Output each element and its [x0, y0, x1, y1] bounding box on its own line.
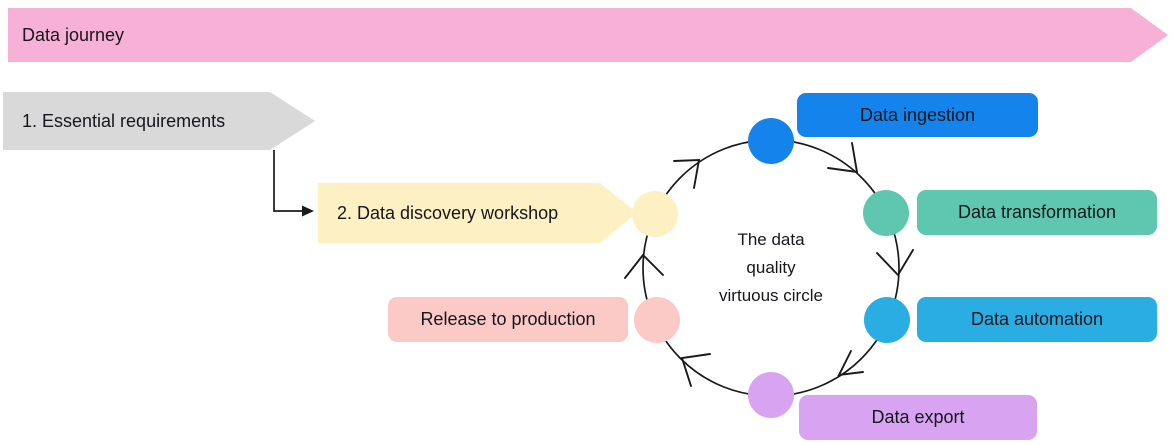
label-box-data-automation: Data automation: [917, 297, 1157, 342]
node-release: [634, 297, 680, 343]
cycle-arrowhead-lower-left: [680, 353, 711, 387]
label-box-text: Data automation: [970, 309, 1104, 329]
banner-label: Data journey: [22, 24, 125, 45]
node-export: [748, 372, 794, 418]
step-discovery-workshop: 2. Data discovery workshop: [318, 183, 637, 243]
cycle-arrowhead-right: [876, 249, 914, 277]
cycle-arrowhead-upper-right: [827, 142, 859, 174]
node-transformation: [863, 190, 909, 236]
label-box-text: Data transformation: [957, 202, 1117, 222]
label-box-text: Release to production: [420, 309, 596, 329]
node-automation: [864, 297, 910, 343]
node-workshop: [632, 191, 678, 237]
cycle-arrowhead-left: [624, 253, 664, 279]
cycle-arrowhead-lower-right: [837, 350, 864, 377]
label-box-text: Data export: [871, 407, 965, 427]
label-box-data-transformation: Data transformation: [917, 190, 1157, 235]
banner-data-journey: Data journey: [8, 8, 1168, 62]
label-box-release-to-production: Release to production: [388, 297, 628, 342]
label-box-text: Data ingestion: [859, 104, 976, 125]
connector-arrow: [273, 150, 314, 217]
cycle-center-caption: The data quality virtuous circle: [719, 230, 823, 305]
label-box-data-export: Data export: [799, 395, 1037, 440]
step-essential-requirements: 1. Essential requirements: [3, 92, 315, 150]
node-ingestion: [748, 118, 794, 164]
label-box-data-ingestion: Data ingestion: [797, 93, 1038, 137]
cycle-arrowhead-upper-left: [673, 159, 701, 189]
step-label: 2. Data discovery workshop: [337, 202, 559, 223]
step-label: 1. Essential requirements: [22, 110, 226, 131]
